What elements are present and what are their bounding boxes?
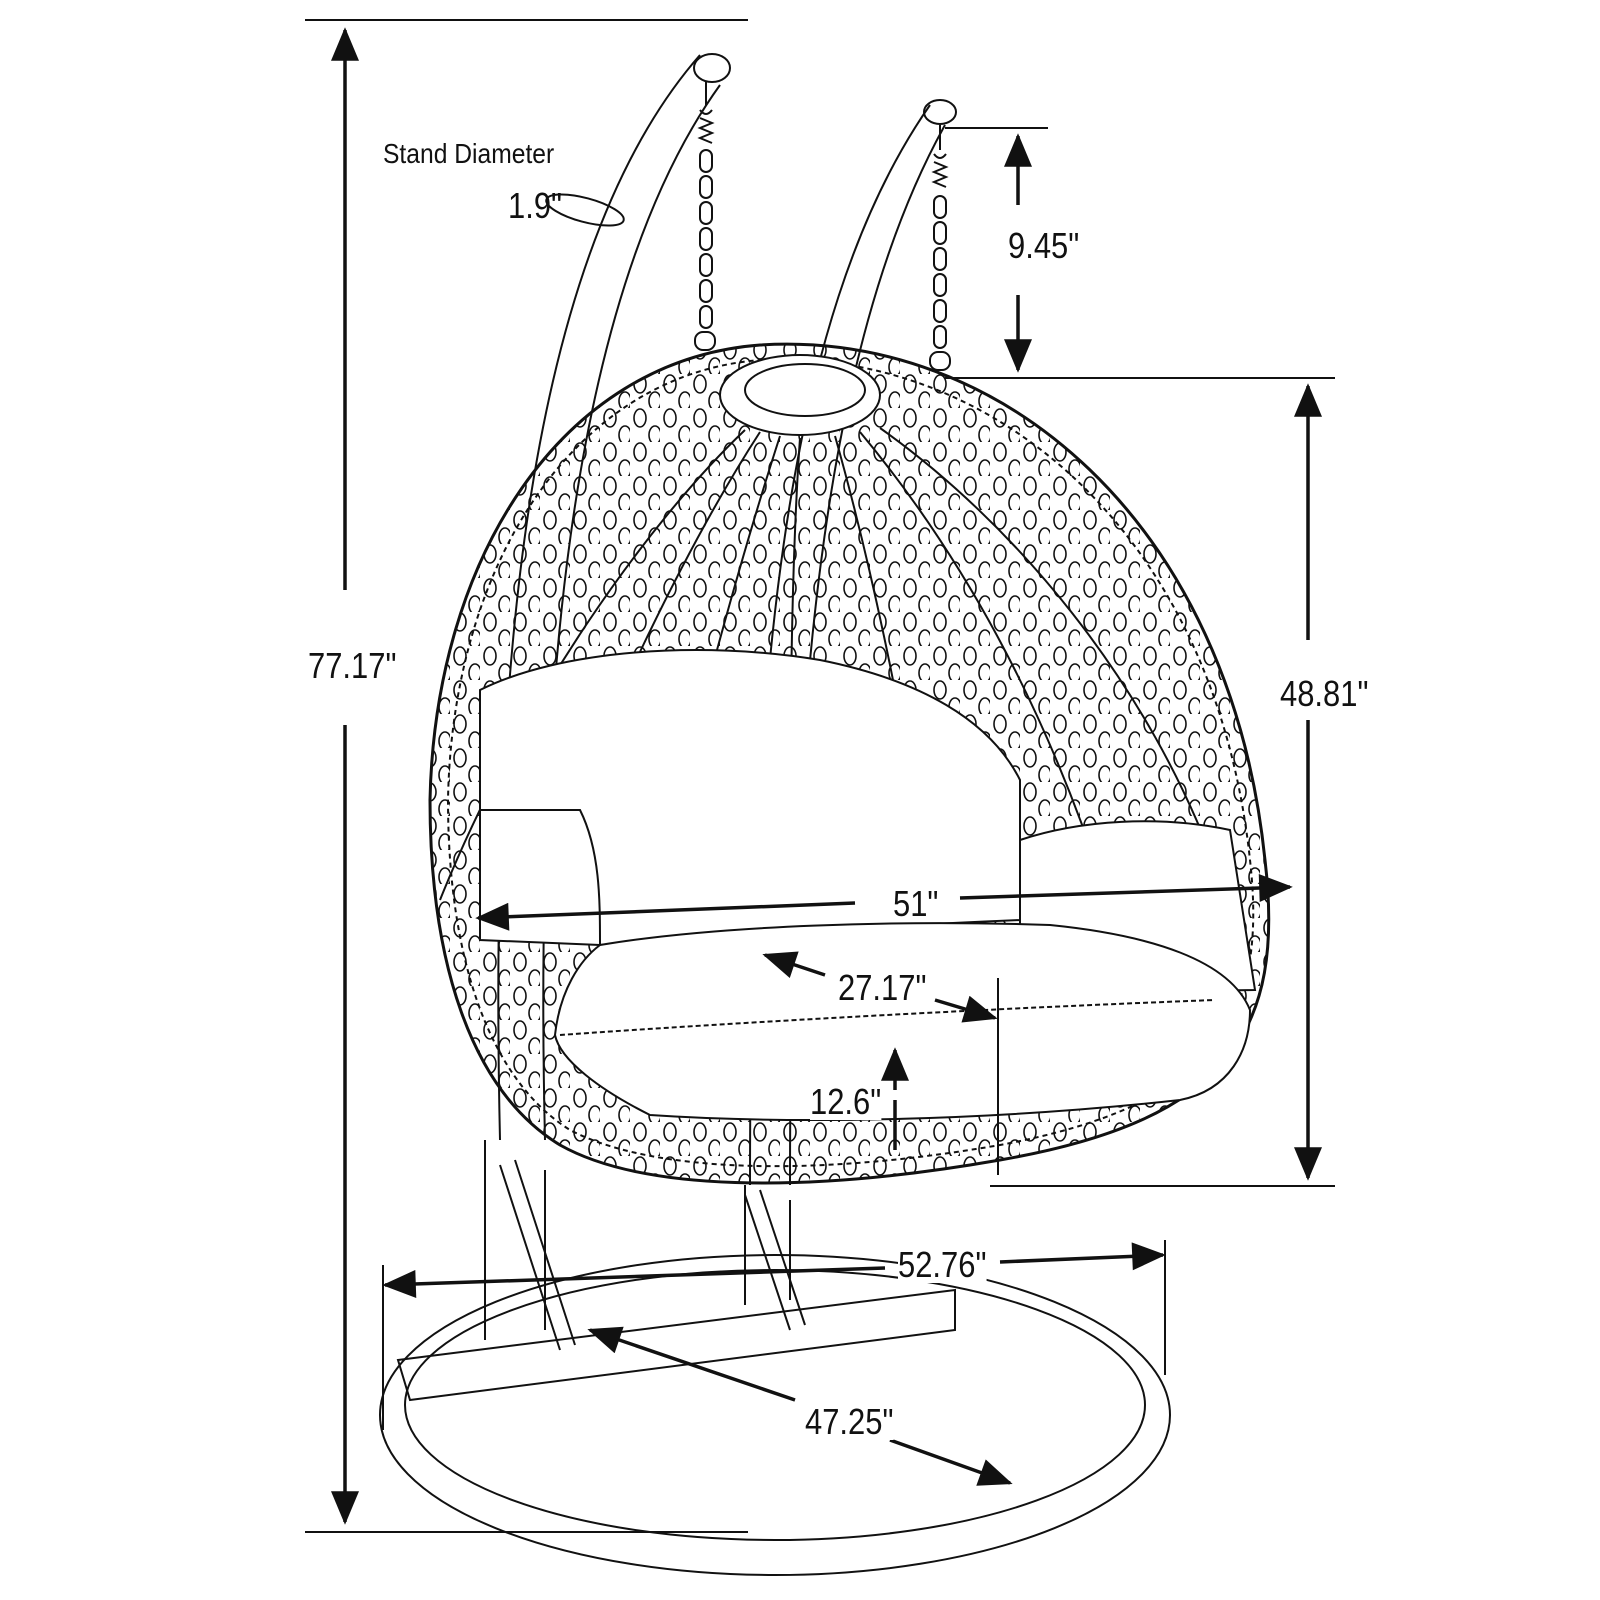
stand-diameter-label: Stand Diameter [383,138,555,169]
dimension-lines [305,19,1335,1533]
basket-height-value: 48.81" [1280,673,1369,714]
seat-depth-value: 27.17" [838,967,927,1008]
stand-diameter-value: 1.9" [508,185,563,226]
seat-height-value: 12.6" [810,1081,882,1122]
base-depth-value: 47.25" [805,1401,894,1442]
stand-base [379,1140,1171,1576]
cushions [479,649,1257,1121]
right-chain [929,125,951,371]
chain-height-value: 9.45" [1008,225,1080,266]
basket-width-value: 51" [893,883,939,924]
overall-height-value: 77.17" [308,645,397,686]
left-chain [694,82,716,351]
base-width-value: 52.76" [898,1244,987,1285]
